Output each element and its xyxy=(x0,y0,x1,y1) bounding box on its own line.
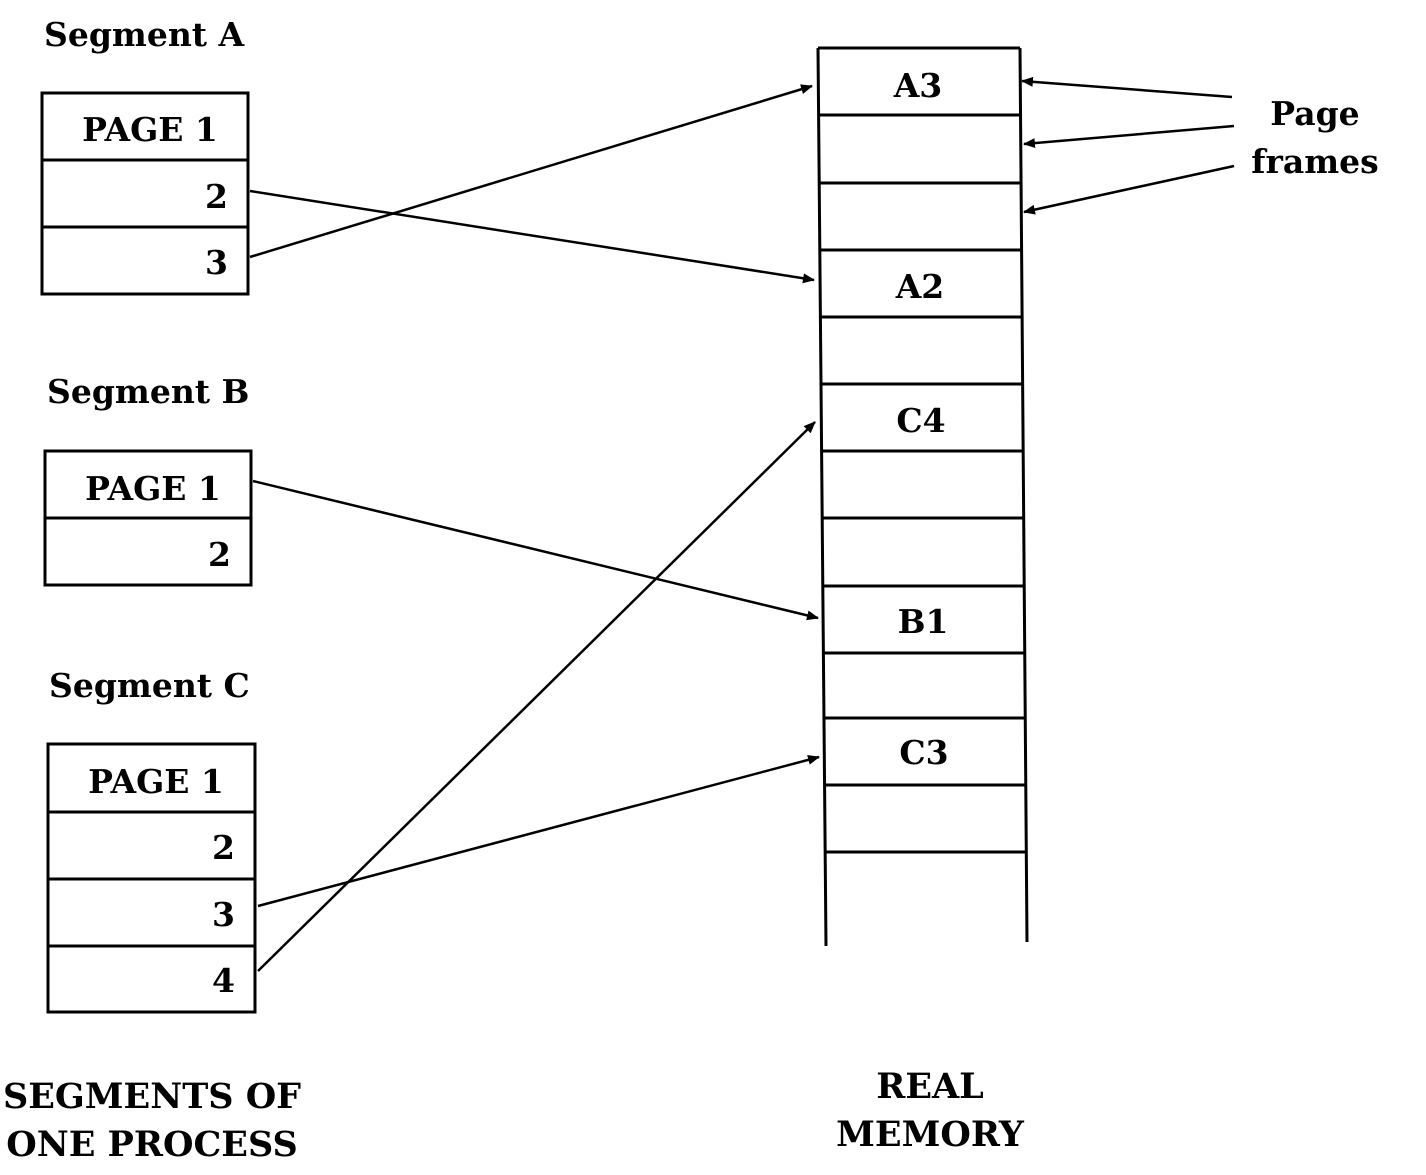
page-mapping-arrows xyxy=(249,84,820,972)
real-memory-column xyxy=(816,46,1029,947)
page-frames-arrow-2 xyxy=(1023,124,1235,149)
segment-c-page-2: 2 xyxy=(212,828,235,867)
segment-b-title: Segment B xyxy=(47,372,249,411)
segment-c-page-1: PAGE 1 xyxy=(88,762,224,801)
frame-label-c4: C4 xyxy=(896,401,945,440)
page-frames-arrow-1 xyxy=(1021,76,1233,99)
arrow-a2-to-frame xyxy=(249,189,815,284)
frame-label-b1: B1 xyxy=(898,602,949,641)
segment-b-page-2: 2 xyxy=(208,535,231,574)
arrow-c4-to-frame xyxy=(257,421,816,972)
frame-label-a3: A3 xyxy=(893,66,943,105)
segment-c-table xyxy=(46,742,257,1014)
segment-c-page-3: 3 xyxy=(212,895,235,934)
frame-label-a2: A2 xyxy=(895,267,945,306)
page-frames-label-line-2: frames xyxy=(1251,142,1378,181)
memory-caption-line-1: REAL xyxy=(876,1066,984,1107)
segments-caption: SEGMENTS OF ONE PROCESS xyxy=(3,1076,301,1165)
segment-c: Segment C PAGE 1 2 3 4 xyxy=(46,666,257,1014)
segment-c-page-4: 4 xyxy=(212,961,235,1000)
segment-a-title: Segment A xyxy=(44,15,245,54)
arrow-a3-to-frame xyxy=(249,84,813,259)
frame-label-c3: C3 xyxy=(899,733,948,772)
segment-c-title: Segment C xyxy=(49,666,250,705)
segment-a: Segment A PAGE 1 2 3 xyxy=(40,15,250,296)
page-frames-arrow-3 xyxy=(1023,164,1235,215)
segment-a-table xyxy=(40,91,250,296)
page-frames-label-line-1: Page xyxy=(1270,94,1359,133)
segment-b-page-1: PAGE 1 xyxy=(85,469,221,508)
memory-caption-line-2: MEMORY xyxy=(836,1114,1025,1155)
arrow-b1-to-frame xyxy=(252,479,819,621)
segment-a-page-1: PAGE 1 xyxy=(82,110,218,149)
memory-caption: REAL MEMORY xyxy=(836,1066,1025,1155)
segment-b-table xyxy=(43,449,253,587)
segments-caption-line-1: SEGMENTS OF xyxy=(3,1076,301,1117)
page-frames-callout: Page frames xyxy=(1021,76,1379,215)
segment-a-page-2: 2 xyxy=(205,177,228,216)
segment-b: Segment B PAGE 1 2 xyxy=(43,372,253,587)
arrow-c3-to-frame xyxy=(257,754,820,908)
real-memory: A3 A2 C4 B1 C3 xyxy=(816,46,1029,947)
segments-caption-line-2: ONE PROCESS xyxy=(6,1124,298,1165)
segment-a-page-3: 3 xyxy=(205,243,228,282)
